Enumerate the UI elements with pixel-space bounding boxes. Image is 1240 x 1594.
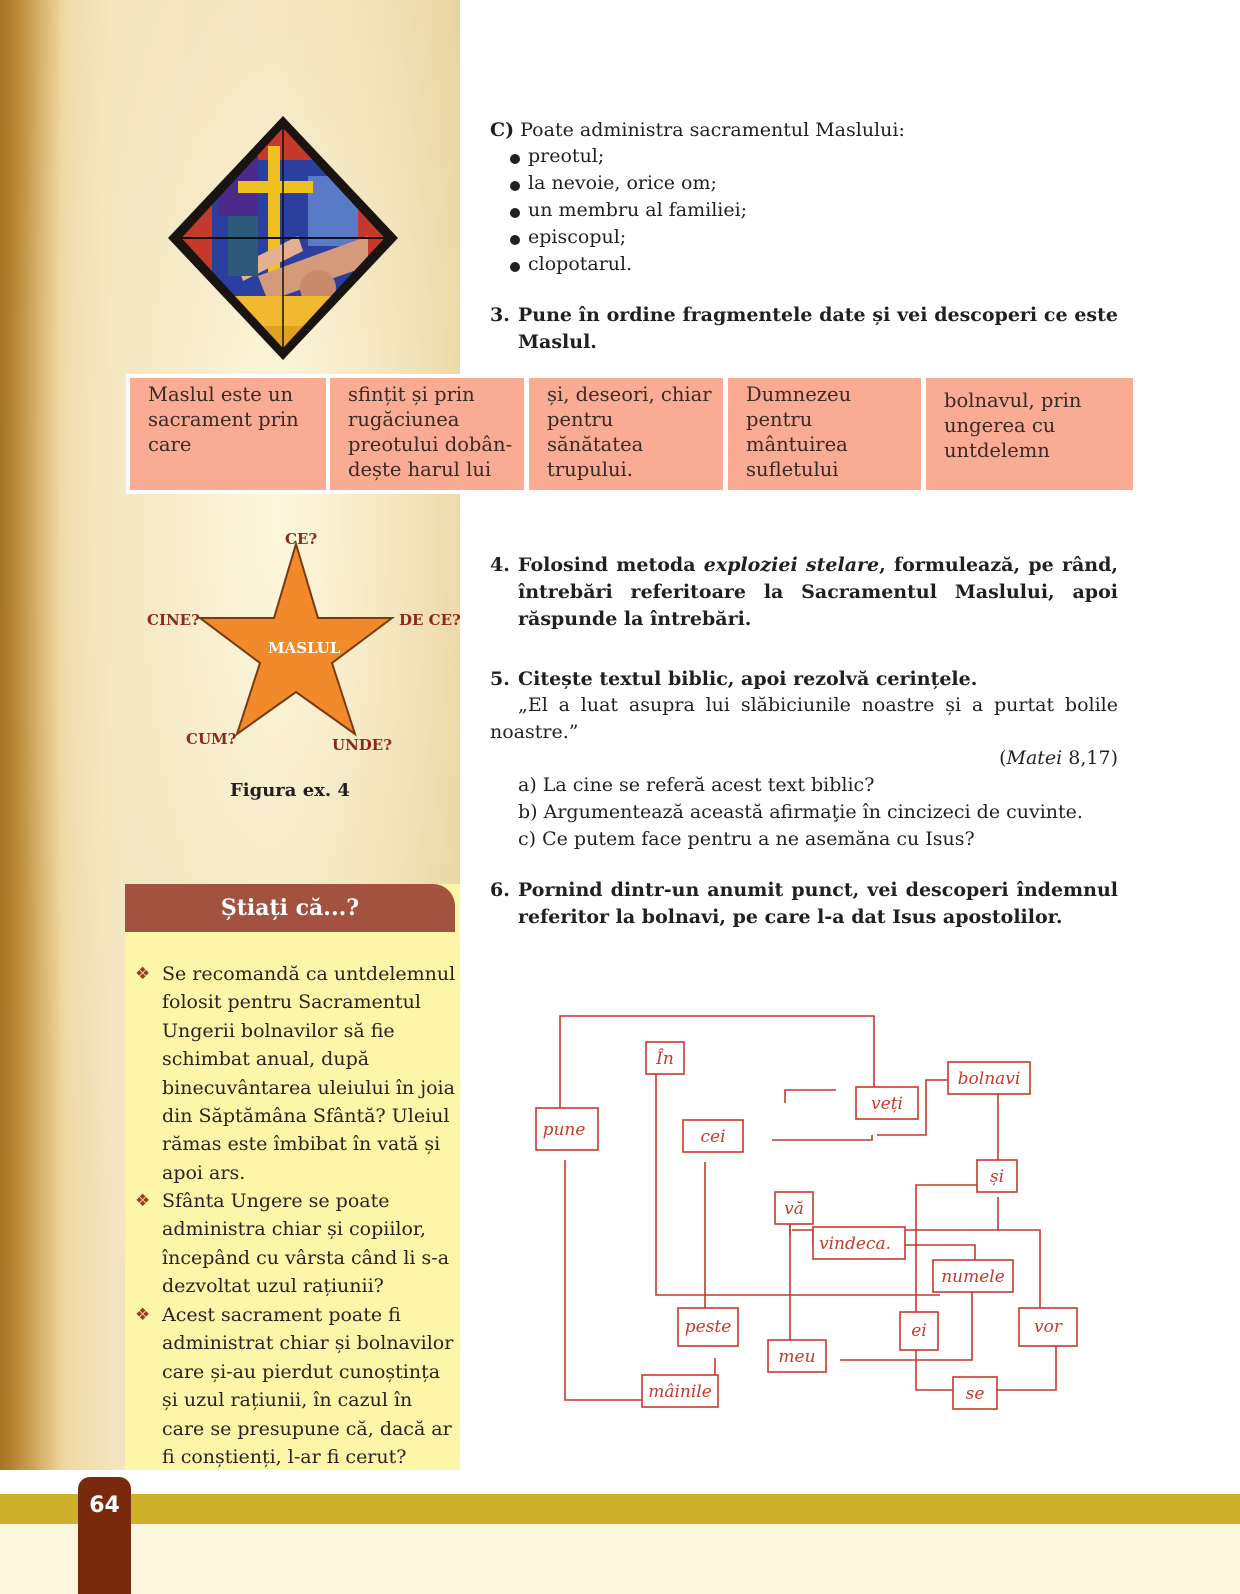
bible-reference: (Matei 8,17) [900, 745, 1118, 772]
word-maze-diagram: În veți bolnavi pune cei și vă vindeca. … [535, 1015, 1078, 1410]
fragment-box: și, deseori, chiar pentru sănătatea trup… [529, 378, 723, 490]
exercise-4-method: exploziei stelare [703, 554, 880, 576]
fragment-box: sfințit și prin rugăciunea preotului dob… [330, 378, 524, 490]
maze-box-mainile [641, 1374, 719, 1408]
diamond-bullet-icon: ❖ [135, 964, 151, 984]
maze-word-meu: meu [778, 1347, 815, 1367]
maze-box-ei [899, 1311, 939, 1351]
exercise-3-number: 3. [490, 304, 510, 326]
did-you-know-box [125, 884, 460, 1470]
exercise-5-task: a) La cine se referă acest text biblic? [518, 774, 875, 796]
page-number: 64 [89, 1493, 120, 1518]
reference-book: Matei [1006, 747, 1063, 769]
exercise-4-number: 4. [490, 554, 510, 576]
maze-word-in: În [655, 1048, 674, 1069]
maze-word-si: și [990, 1167, 1004, 1187]
option-item: preotul; [510, 143, 910, 170]
diamond-bullet-icon: ❖ [135, 1305, 151, 1325]
maze-word-va: vă [784, 1199, 804, 1219]
star-label-bottom-right: UNDE? [332, 736, 393, 754]
did-you-know-title: Știați că...? [125, 884, 455, 932]
diamond-bullet-icon: ❖ [135, 1191, 151, 1211]
footer-background [0, 1524, 1240, 1594]
maze-box-meu [767, 1339, 827, 1373]
exercise-5-task: c) Ce putem face pentru a ne asemăna cu … [518, 828, 975, 850]
reference-open: ( [999, 747, 1007, 769]
star-label-bottom-left: CUM? [186, 730, 237, 748]
maze-box-vindeca [812, 1226, 906, 1260]
maze-box-veti [855, 1086, 919, 1120]
maze-word-vor: vor [1034, 1317, 1063, 1337]
callout-item-text: Sfânta Ungere se poate administra chiar … [162, 1190, 450, 1298]
star-label-left: CINE? [147, 611, 200, 629]
maze-box-se [952, 1376, 998, 1410]
maze-word-se: se [966, 1384, 985, 1404]
callout-item: ❖ Sfânta Ungere se poate administra chia… [135, 1187, 460, 1301]
option-item: clopotarul. [510, 251, 910, 278]
page-number-tab [78, 1477, 131, 1594]
figure-caption: Figura ex. 4 [230, 780, 350, 801]
callout-item-text: Se recomandă ca untdelemnul folosit pent… [162, 963, 456, 1184]
maze-box-pune [535, 1107, 599, 1151]
maze-word-veti: veți [871, 1094, 903, 1114]
callout-item: ❖ Se recomandă ca untdelemnul folosit pe… [135, 960, 460, 1187]
maze-box-va [774, 1191, 814, 1225]
question-c-label: C) [490, 119, 515, 141]
exercise-4-text-before: Folosind metoda [518, 554, 704, 576]
exercise-5-text: Citește textul biblic, apoi rezolvă ceri… [518, 668, 978, 690]
footer-band [0, 1494, 1240, 1524]
maze-word-bolnavi: bolnavi [958, 1069, 1021, 1089]
exercise-5-task: b) Argumentează această afirmaţie în cin… [518, 801, 1083, 823]
exercise-4-text: Folosind metoda exploziei stelare, formu… [518, 552, 1118, 633]
question-c-text: Poate administra sacramentul Maslului: [514, 119, 905, 141]
exercise-3-text: Pune în ordine fragmentele date și vei d… [518, 304, 1118, 353]
maze-box-vor [1018, 1307, 1078, 1347]
bible-quote: „El a luat asupra lui slăbiciunile noast… [490, 694, 1118, 743]
fragment-box: Dumnezeu pentru mântuirea sufletului [728, 378, 921, 490]
exercise-5-number: 5. [490, 668, 510, 690]
exercise-6-text: Pornind dintr-un anumit punct, vei desco… [518, 879, 1118, 928]
star-center-label: MASLUL [268, 639, 341, 657]
maze-box-numele [932, 1259, 1014, 1293]
maze-word-cei: cei [700, 1127, 725, 1147]
star-label-right: DE CE? [399, 611, 461, 629]
maze-box-bolnavi [947, 1061, 1031, 1095]
maze-word-vindeca: vindeca. [819, 1234, 891, 1254]
maze-word-ei: ei [911, 1321, 927, 1341]
maze-box-si [976, 1159, 1018, 1193]
maze-word-pune: pune [543, 1120, 586, 1140]
callout-item: ❖ Acest sacrament poate fi administrat c… [135, 1301, 460, 1471]
option-item: un membru al familiei; [510, 197, 910, 224]
maze-box-peste [677, 1307, 739, 1347]
maze-box-cei [682, 1119, 744, 1153]
star-explosion-figure [197, 540, 395, 737]
maze-word-numele: numele [941, 1267, 1005, 1287]
maze-box-in [645, 1041, 685, 1075]
fragment-box: Maslul este un sacrament prin care [130, 378, 326, 490]
option-item: la nevoie, orice om; [510, 170, 910, 197]
maze-word-peste: peste [685, 1317, 732, 1337]
callout-item-text: Acest sacrament poate fi administrat chi… [162, 1304, 454, 1469]
exercise-6-number: 6. [490, 879, 510, 901]
fragment-box: bolnavul, prin ungerea cu untdelemn [926, 378, 1133, 490]
question-c: C) Poate administra sacramentul Maslului… [490, 117, 910, 144]
option-item: episcopul; [510, 224, 910, 251]
reference-verse: 8,17) [1062, 747, 1118, 769]
exercise-4-text-after: , formulează, pe rând, întrebări referit… [518, 554, 1118, 630]
question-c-options: preotul; la nevoie, orice om; un membru … [510, 143, 910, 278]
star-label-top: CE? [285, 530, 318, 548]
maze-word-mainile: mâinile [648, 1382, 712, 1402]
stained-glass-anointing-icon [168, 116, 398, 360]
